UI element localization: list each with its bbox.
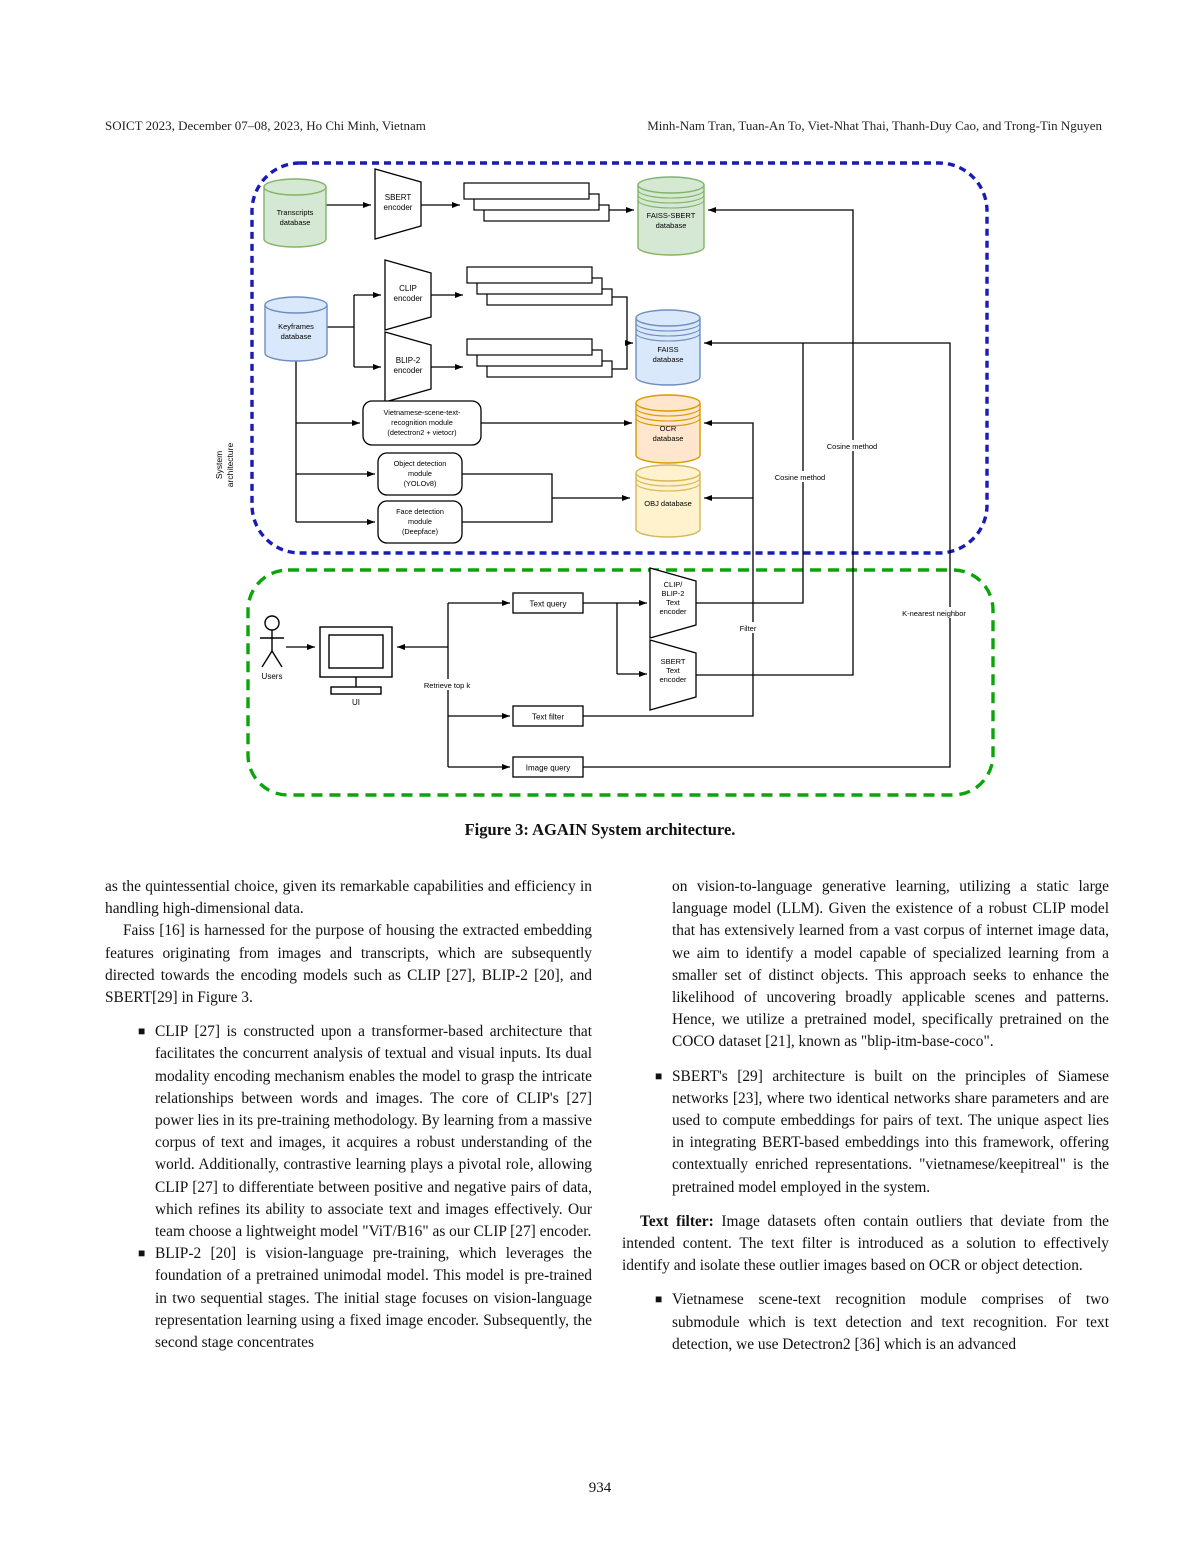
list-item: ■ SBERT's [29] architecture is built on t… xyxy=(655,1066,1109,1199)
obj-database: OBJ database xyxy=(635,464,701,538)
system-architecture-side-label: Systemarchitecture xyxy=(214,443,235,488)
bullet-list: ■ SBERT's [29] architecture is built on t… xyxy=(622,1066,1109,1199)
bullet-marker: ■ xyxy=(655,1292,663,1307)
cosine-method-label-2: Cosine method xyxy=(775,473,825,482)
right-column: on vision-to-language generative learnin… xyxy=(622,876,1109,1356)
edge-clipblip-to-faiss xyxy=(696,343,804,604)
edge-labels: Cosine method Cosine method K-nearest ne… xyxy=(414,440,976,690)
paragraph: as the quintessential choice, given its … xyxy=(105,878,592,918)
list-item: ■ Vietnamese scene-text recognition modul… xyxy=(655,1289,1109,1356)
text-query-box xyxy=(512,592,584,614)
edge-obj-face-join xyxy=(462,473,553,523)
image-query-label: Image query xyxy=(526,764,570,773)
ui-monitor xyxy=(319,626,393,695)
cosine-method-label-1: Cosine method xyxy=(827,442,877,451)
users-actor xyxy=(260,615,284,668)
edge-blip2-embeddings-join xyxy=(612,343,628,370)
text-filter-body: Image datasets often contain outliers th… xyxy=(622,1212,1109,1275)
header-authors: Minh-Nam Tran, Tuan-An To, Viet-Nhat Tha… xyxy=(647,118,1102,133)
edge-clip-embeddings-join xyxy=(612,296,628,343)
bullet-marker: ■ xyxy=(655,1068,663,1083)
paragraph: Faiss [16] is harnessed for the purpose … xyxy=(105,922,592,1007)
edge-imagequery-knn-to-faiss xyxy=(583,340,951,768)
sbert-encoder xyxy=(374,168,422,240)
list-item: ■ CLIP [27] is constructed upon a transfo… xyxy=(138,1021,592,1243)
list-item-text: BLIP-2 [20] is vision-language pre-train… xyxy=(155,1245,592,1352)
clip-encoder xyxy=(384,259,432,331)
text-filter-heading: Text filter: xyxy=(640,1212,714,1230)
clip-blip2-text-encoder xyxy=(649,567,697,639)
sbert-text-encoder xyxy=(649,639,697,711)
list-item-text: Vietnamese scene-text recognition module… xyxy=(672,1291,1109,1353)
list-item: ■ BLIP-2 [20] is vision-language pre-trai… xyxy=(138,1243,592,1354)
text-filter-label: Text filter xyxy=(532,713,564,722)
ui-label: UI xyxy=(352,698,360,707)
text-filter-box xyxy=(512,705,584,727)
edge-textfilter-to-ocr xyxy=(583,420,754,717)
figure-caption: Figure 3: AGAIN System architecture. xyxy=(464,820,736,839)
sbert-embedding-stack xyxy=(463,182,610,222)
bullet-marker: ■ xyxy=(138,1246,146,1261)
bullet-list: ■ Vietnamese scene-text recognition modul… xyxy=(622,1289,1109,1356)
face-detection-module xyxy=(377,500,463,544)
left-column: as the quintessential choice, given its … xyxy=(105,876,592,1354)
object-detection-module xyxy=(377,452,463,496)
obj-database-label: OBJ database xyxy=(644,499,692,508)
vn-scene-text-module-label: Vietnamese-scene-text-recognition module… xyxy=(384,408,461,437)
bullet-list: ■ CLIP [27] is constructed upon a transfo… xyxy=(105,1021,592,1354)
list-item-text: CLIP [27] is constructed upon a transfor… xyxy=(155,1023,592,1241)
bullet-marker: ■ xyxy=(138,1024,146,1039)
retrieve-top-k-label: Retrieve top k xyxy=(424,681,471,690)
paragraph: on vision-to-language generative learnin… xyxy=(672,878,1109,1051)
text-filter-paragraph: Text filter: Image datasets often contai… xyxy=(622,1211,1109,1278)
figure-diagram: Systemarchitecture xyxy=(214,161,995,797)
page-number: 934 xyxy=(588,1480,612,1496)
text-query-label: Text query xyxy=(530,600,567,609)
blip2-encoder xyxy=(384,331,432,403)
user-interaction-border xyxy=(246,568,995,797)
image-query-box xyxy=(512,756,584,778)
list-item-text: SBERT's [29] architecture is built on th… xyxy=(672,1067,1109,1196)
system-architecture-border xyxy=(250,161,989,555)
filter-label: Filter xyxy=(740,624,757,633)
users-label: Users xyxy=(262,672,283,681)
blip2-embedding-stack xyxy=(466,338,613,378)
header-conference: SOICT 2023, December 07–08, 2023, Ho Chi… xyxy=(105,118,426,133)
vn-scene-text-module xyxy=(362,400,482,446)
k-nearest-neighbor-label: K-nearest neighbor xyxy=(902,609,966,618)
clip-embedding-stack xyxy=(466,266,613,306)
page-header: SOICT 2023, December 07–08, 2023, Ho Chi… xyxy=(105,118,1102,134)
